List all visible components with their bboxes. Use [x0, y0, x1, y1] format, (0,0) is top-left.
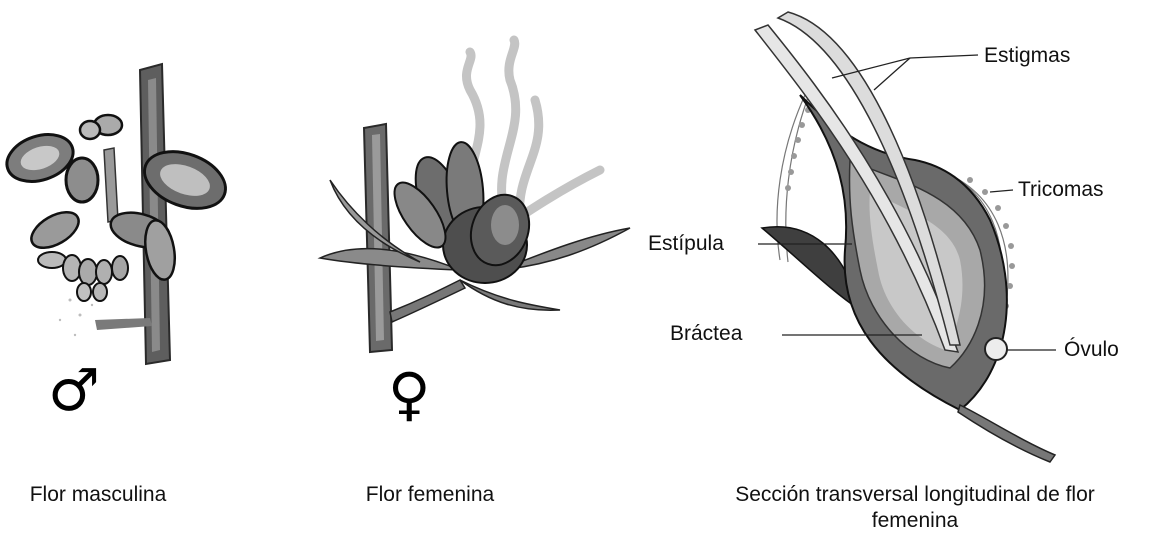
label-estigmas: Estigmas [984, 44, 1070, 68]
label-tricomas: Tricomas [1018, 178, 1104, 202]
male-flower-caption: Flor masculina [0, 482, 196, 508]
female-flower-illustration [300, 0, 660, 420]
section-caption: Sección transversal longitudinal de flor… [690, 482, 1140, 534]
label-bractea: Bráctea [670, 322, 742, 346]
female-symbol: ♀ [388, 362, 430, 426]
male-flower-illustration [0, 0, 300, 420]
male-symbol: ♂ [48, 358, 100, 422]
female-flower-panel: ♀ Flor femenina [300, 0, 660, 531]
female-flower-caption: Flor femenina [340, 482, 520, 508]
section-illustration [660, 0, 1161, 531]
male-flower-panel: ♂ Flor masculina [0, 0, 300, 531]
label-estipula: Estípula [648, 232, 724, 256]
section-panel: Estigmas Tricomas Estípula Bráctea Óvulo… [660, 0, 1161, 531]
label-ovulo: Óvulo [1064, 338, 1119, 362]
